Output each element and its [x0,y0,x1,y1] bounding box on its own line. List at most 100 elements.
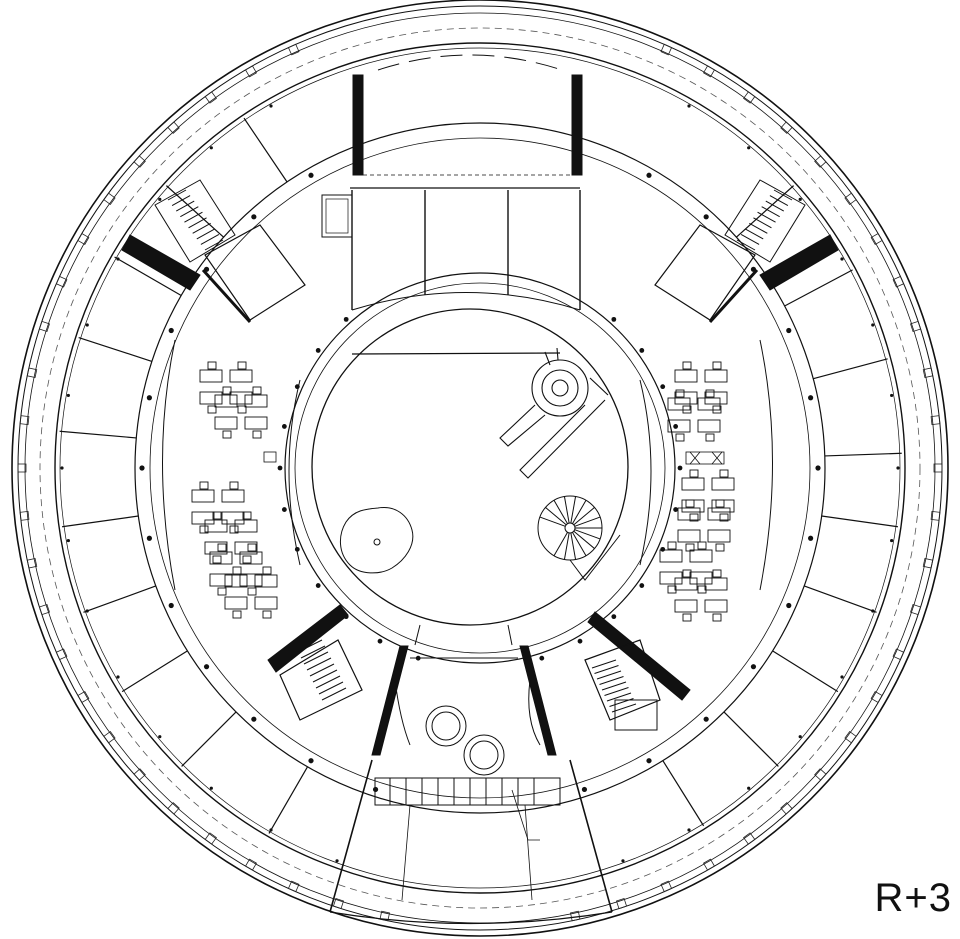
workstation-cluster [667,389,721,442]
facade-column [840,675,844,679]
desk [667,397,691,411]
stair-tread [570,496,577,524]
facade-planter [930,511,941,521]
stair-tread [303,651,329,665]
stair-tread [553,500,568,524]
stair-tread [545,507,567,526]
facade-column [158,197,162,201]
facade-planter [780,121,793,134]
column [281,424,287,429]
north-entrance [321,54,583,311]
stair-tread [761,206,780,218]
partition-wall [803,585,877,613]
partition-wall [784,269,853,307]
stair-tread [611,703,637,713]
column [808,395,814,401]
chair [232,610,242,619]
facade-planter [910,320,922,333]
facade-column [66,538,70,543]
column [660,546,666,552]
facade-planter [244,65,258,78]
stair-tread [740,234,760,245]
partition-wall [723,711,779,767]
desk [677,507,701,521]
workstation-cluster [681,469,735,522]
chair [232,566,242,575]
stair-tread [749,222,768,234]
stair-tread [300,645,326,659]
chair [252,430,262,439]
chair [682,613,692,622]
partition-wall [662,760,705,827]
courtyard-edge [351,352,561,355]
facade-planter [892,648,905,661]
workstation-cluster [209,543,263,596]
facade-planter [780,802,793,815]
partition-wall [824,452,902,457]
partition-wall [83,585,157,613]
partition-wall [813,358,888,380]
desk [244,416,268,430]
facade-column [798,197,802,201]
chair [685,499,695,508]
desk [681,499,705,513]
chair [689,469,699,478]
facade-planter [167,121,180,134]
office-partitions [59,117,902,834]
desk [234,519,258,533]
stair-tread [572,500,587,524]
chair [207,405,217,414]
desk [191,489,215,503]
facade-column [687,104,691,108]
open-plan-edge [759,339,773,591]
facade-planter [133,155,146,168]
facade-planter [660,880,673,893]
column [639,583,645,588]
core-south-east [584,611,691,731]
facade-planter [287,43,300,56]
stair-tread [563,496,570,524]
facade-column [896,466,900,470]
facade-planter [930,415,941,425]
chair [715,499,725,508]
chair [682,405,692,414]
desk [234,541,258,555]
stair-tread [315,675,341,689]
facade-column [209,786,213,790]
column [308,758,314,764]
desk [209,551,233,565]
desk [199,391,223,405]
facade-planter [615,898,628,910]
facade-planter [26,558,38,569]
desk [674,369,698,383]
facade-planter [910,603,922,616]
chair [217,587,227,596]
column [808,535,814,541]
facade-planter [379,910,390,922]
column [750,664,757,670]
chair [212,511,222,520]
south-entrance [329,624,613,925]
column [703,214,709,220]
partition-wall [114,256,182,297]
chair [689,513,699,522]
desk [204,541,228,555]
stair-tread [594,665,619,674]
spiral-stair [537,495,621,581]
facade-column [798,735,802,739]
facade-column [269,104,273,108]
facade-planter [570,910,581,922]
facade-column [871,609,875,613]
facade-column [621,859,625,863]
chair [262,610,272,619]
workstation-cluster [659,541,713,594]
facade-planter [922,367,934,378]
column [343,316,349,322]
stair-tread [606,692,632,702]
column [372,786,379,793]
facade-planter [702,65,716,78]
chair [712,569,722,578]
facade-planter [922,558,934,569]
open-plan-edge [639,379,652,566]
